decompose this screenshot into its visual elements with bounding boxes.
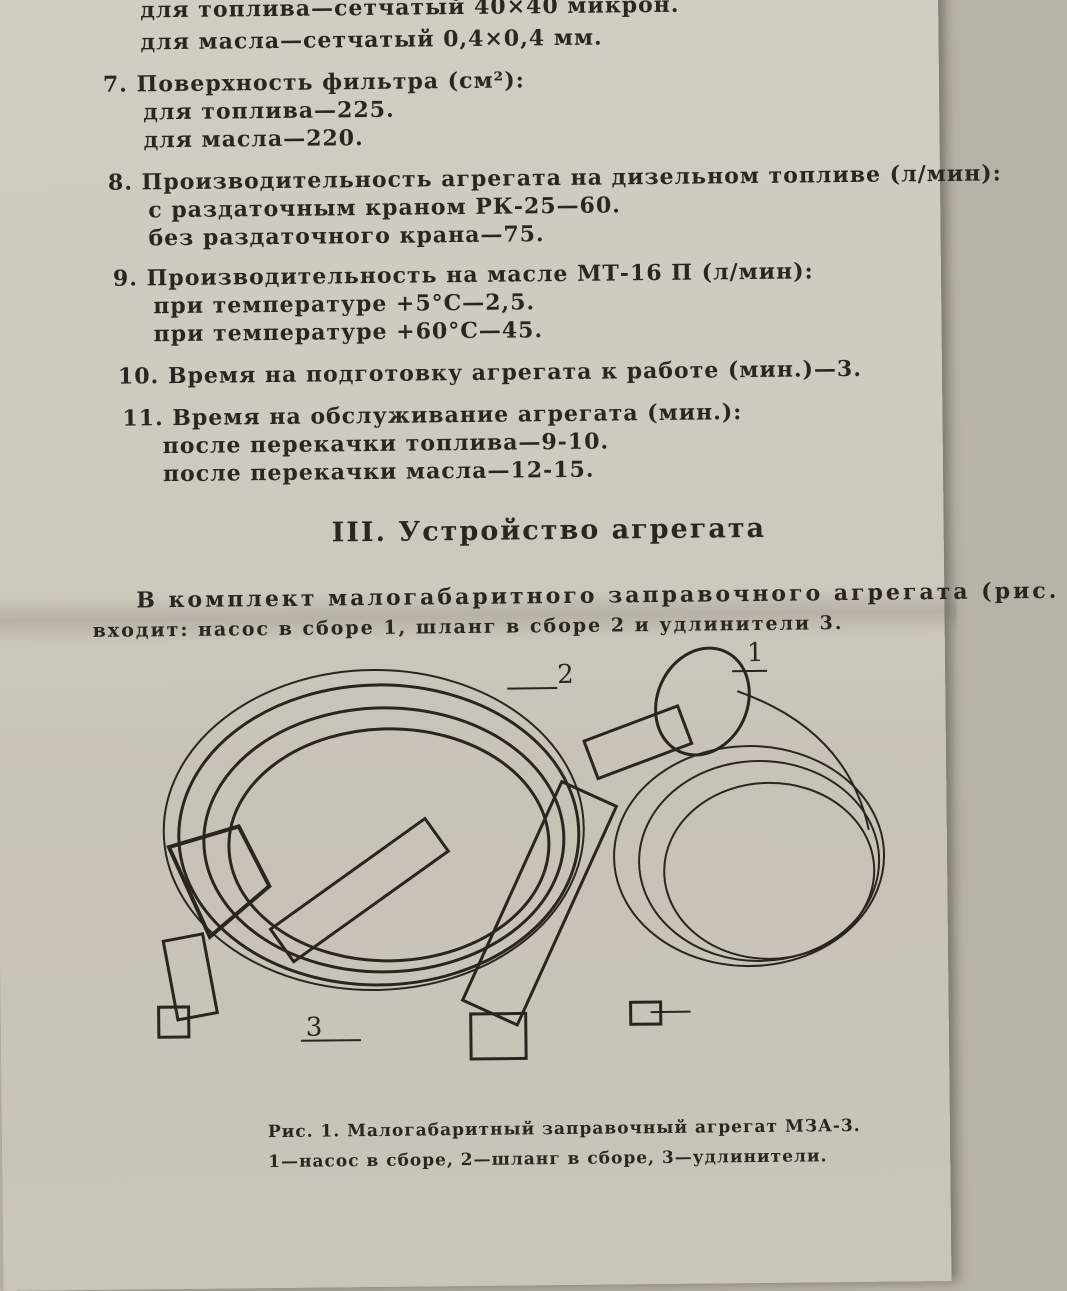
- nozzle-handle: [169, 826, 270, 937]
- nozzle-tip: [159, 1007, 189, 1037]
- spec-line: для топлива—225.: [143, 97, 395, 126]
- cable-plug-head: [631, 1002, 661, 1024]
- figure-label-1: 1: [747, 638, 764, 668]
- document-page: для топлива—сетчатый 40×40 микрон. для м…: [0, 0, 952, 1291]
- spec-line: для топлива—сетчатый 40×40 микрон.: [140, 0, 680, 23]
- spec-item-9: 9. Производительность на масле МТ-16 П (…: [113, 258, 814, 291]
- spec-item-7: 7. Поверхность фильтра (см²):: [103, 67, 525, 97]
- spec-item-8: 8. Производительность агрегата на дизель…: [108, 160, 1002, 195]
- spec-line: для масла—сетчатый 0,4×0,4 мм.: [140, 25, 602, 56]
- figure-label-3: 3: [306, 1013, 323, 1043]
- figure-mza3: 1 2 3: [147, 629, 932, 1097]
- spec-line: после перекачки масла—12-15.: [163, 457, 595, 488]
- leader-line-2: [507, 688, 557, 689]
- hose-coil: [202, 706, 565, 974]
- figure-label-2: 2: [557, 660, 574, 690]
- spec-item-10: 10. Время на подготовку агрегата к работ…: [118, 356, 862, 390]
- spec-line: при температуре +60°С—45.: [153, 317, 543, 347]
- spec-line: с раздаточным краном РК-25—60.: [148, 192, 621, 223]
- section-heading: III. Устройство агрегата: [331, 513, 766, 549]
- spec-line: без раздаточного крана—75.: [148, 221, 544, 251]
- figure-caption-line: Рис. 1. Малогабаритный заправочный агрег…: [268, 1116, 861, 1142]
- cable-coil: [613, 745, 885, 968]
- pump-head: [584, 706, 692, 779]
- spec-line: после перекачки топлива—9-10.: [163, 429, 610, 460]
- spec-item-11: 11. Время на обслуживание агрегата (мин.…: [122, 399, 742, 431]
- figure-drawing: 1 2 3: [147, 629, 932, 1097]
- spec-line: при температуре +5°С—2,5.: [153, 289, 535, 319]
- figure-caption-line: 1—насос в сборе, 2—шланг в сборе, 3—удли…: [268, 1146, 827, 1172]
- spec-line: для масла—220.: [143, 125, 363, 153]
